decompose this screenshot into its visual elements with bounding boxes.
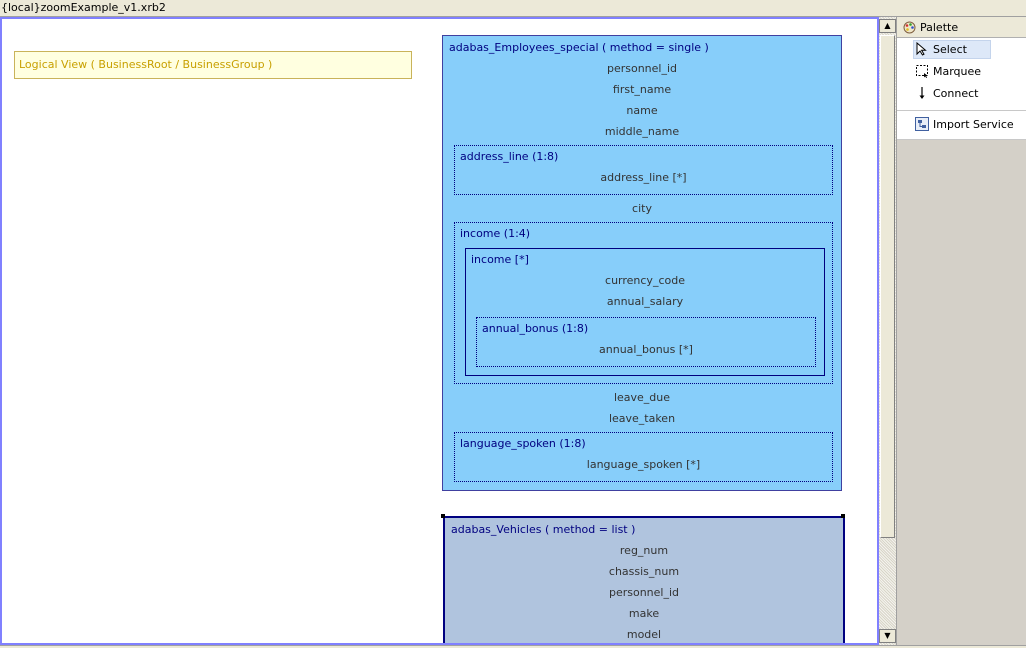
logical-view-box[interactable]: Logical View ( BusinessRoot / BusinessGr… [14, 51, 412, 79]
connect-arrow-icon [915, 86, 929, 100]
palette-icon [903, 21, 916, 34]
selected-highlight [913, 40, 991, 59]
tool-label: Select [933, 42, 967, 56]
selection-handle[interactable] [441, 514, 445, 518]
tool-import-service[interactable]: Import Service [897, 113, 1026, 135]
group-title: income [*] [471, 253, 529, 266]
group-income[interactable]: income (1:4) income [*] currency_code an… [454, 222, 833, 384]
scroll-up-button[interactable]: ▲ [879, 19, 896, 33]
palette-header[interactable]: Palette [897, 17, 1026, 38]
field-address-line[interactable]: address_line [*] [600, 171, 687, 184]
tool-select[interactable]: Select [897, 38, 1026, 60]
tool-label: Import Service [933, 117, 1014, 131]
tool-label: Connect [933, 86, 979, 100]
scroll-thumb[interactable] [880, 35, 895, 538]
field-name[interactable]: name [626, 104, 658, 117]
field-annual-salary[interactable]: annual_salary [606, 295, 684, 308]
palette-tools: Select Marquee Connect [897, 38, 1026, 111]
field-leave-taken[interactable]: leave_taken [608, 412, 676, 425]
entity-adabas-employees-special[interactable]: adabas_Employees_special ( method = sing… [442, 35, 842, 491]
group-language-spoken[interactable]: language_spoken (1:8) language_spoken [*… [454, 432, 833, 482]
group-title: language_spoken (1:8) [460, 437, 586, 450]
group-title: annual_bonus (1:8) [482, 322, 589, 335]
scroll-down-button[interactable]: ▼ [879, 629, 896, 643]
entity-title: adabas_Vehicles ( method = list ) [451, 523, 636, 536]
field-leave-due[interactable]: leave_due [613, 391, 671, 404]
entity-adabas-vehicles[interactable]: adabas_Vehicles ( method = list ) reg_nu… [443, 516, 845, 643]
palette-panel: Palette Select Marquee Connect [896, 17, 1026, 645]
palette-services: Import Service [897, 111, 1026, 140]
field-middle-name[interactable]: middle_name [604, 125, 680, 138]
group-income-item[interactable]: income [*] currency_code annual_salary a… [465, 248, 825, 376]
field-make[interactable]: make [628, 607, 660, 620]
group-annual-bonus[interactable]: annual_bonus (1:8) annual_bonus [*] [476, 317, 816, 367]
vertical-scrollbar[interactable]: ▲ ▼ [879, 17, 896, 645]
import-service-icon [915, 117, 929, 131]
field-reg-num[interactable]: reg_num [619, 544, 669, 557]
field-city[interactable]: city [632, 202, 652, 215]
field-annual-bonus[interactable]: annual_bonus [*] [599, 343, 693, 356]
group-title: income (1:4) [460, 227, 531, 240]
group-title: address_line (1:8) [460, 150, 559, 163]
entity-title: adabas_Employees_special ( method = sing… [449, 41, 709, 54]
status-strip [0, 645, 1026, 648]
arrow-cursor-icon [915, 42, 929, 56]
tool-connect[interactable]: Connect [897, 82, 1026, 104]
selection-handle[interactable] [841, 514, 845, 518]
field-model[interactable]: model [626, 628, 662, 641]
tool-marquee[interactable]: Marquee [897, 60, 1026, 82]
tool-label: Marquee [933, 64, 982, 78]
field-language-spoken[interactable]: language_spoken [*] [586, 458, 701, 471]
marquee-icon [915, 64, 929, 78]
palette-separator [897, 104, 1026, 111]
window-title: {local}zoomExample_v1.xrb2 [0, 0, 1026, 17]
field-first-name[interactable]: first_name [612, 83, 672, 96]
diagram-canvas[interactable]: Logical View ( BusinessRoot / BusinessGr… [0, 17, 879, 645]
field-personnel-id[interactable]: personnel_id [606, 62, 678, 75]
group-address-line[interactable]: address_line (1:8) address_line [*] [454, 145, 833, 195]
palette-title: Palette [920, 20, 959, 34]
field-currency-code[interactable]: currency_code [605, 274, 685, 287]
field-chassis-num[interactable]: chassis_num [608, 565, 680, 578]
field-personnel-id[interactable]: personnel_id [608, 586, 680, 599]
